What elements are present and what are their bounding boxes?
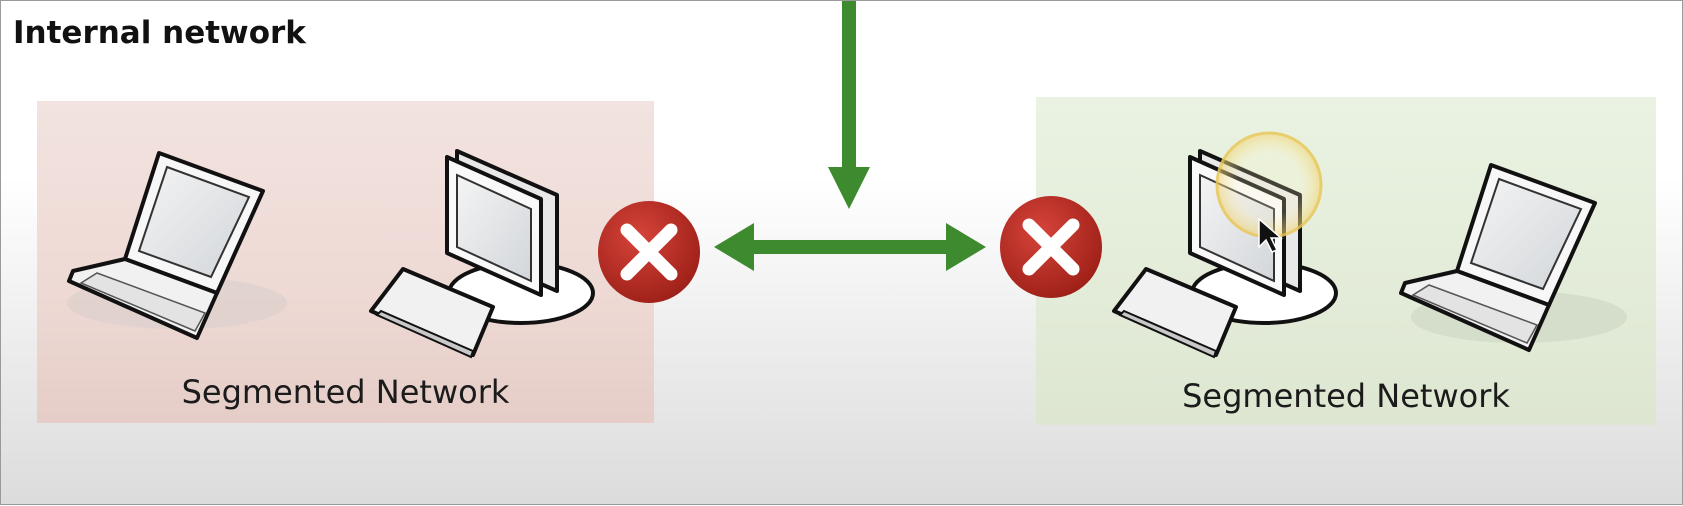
mouse-cursor-icon (1258, 217, 1284, 253)
double-arrow-icon (714, 223, 986, 271)
cursor-highlight (1215, 131, 1323, 239)
blocked-x-left-icon (598, 201, 700, 303)
desktop-computer-icon (369, 149, 595, 359)
laptop-icon (1399, 163, 1627, 352)
laptop-icon (67, 151, 287, 340)
segment-label-left: Segmented Network (181, 373, 510, 411)
diagram-title: Internal network (13, 15, 306, 51)
blocked-x-right-icon (1000, 196, 1102, 298)
segment-label-right: Segmented Network (1182, 377, 1510, 415)
incoming-arrow-icon (828, 1, 870, 209)
